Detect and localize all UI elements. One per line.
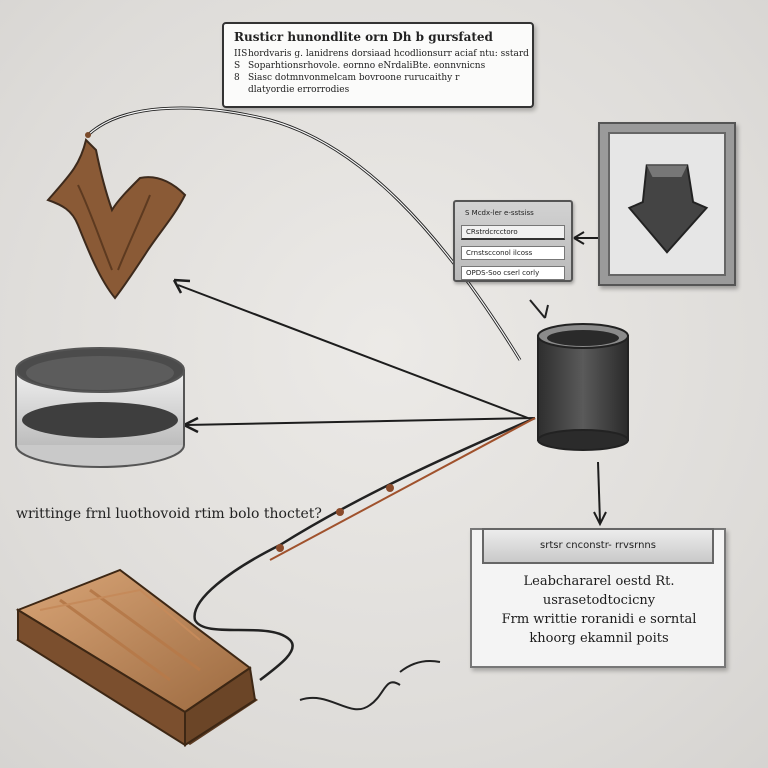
info-box-header: srtsr cnconstr- rrvsrnns [482,528,714,564]
info-box-line: Frm writtie roranidi e sorntal [501,612,697,627]
info-box-line: usrasetodtocicny [542,593,656,608]
note-card-line-text: hordvaris g. lanidrens dorsiaad hcodlion… [248,49,529,59]
wood-tuft-illustration [46,138,187,300]
panel-row-label: S Mcdx-ler e-sstsiss [465,209,534,217]
note-card-line-number: S [234,61,241,71]
note-card-line: dlatyordie errorrodies [234,84,522,96]
info-box-line: Leabchararel oestd Rt. [523,574,675,589]
wood-block-illustration [15,568,258,747]
shield-arrow-icon [627,164,709,254]
down-arrow [593,461,607,527]
note-card-line-text: Soparhtionsrhovole. eornno eNrdaliBte. e… [248,61,486,71]
info-box-line: khoorg ekamnil poits [529,631,669,646]
note-card-line-number: 8 [234,73,240,83]
panel-field[interactable]: Crnstscconol ilcoss [461,246,565,260]
info-box-body: Leabchararel oestd Rt. usrasetodtocicny … [486,572,712,648]
connector-arrows [172,278,536,434]
diagram-caption: writtinge frnl luothovoid rtim bolo thoc… [16,506,322,522]
frame-to-panel-arrow [573,231,598,245]
note-card-line: IIShordvaris g. lanidrens dorsiaad hcodl… [234,48,529,60]
panel-field[interactable]: CRstrdcrcctoro [461,225,565,240]
note-card-line-text: Siasc dotmnvonmelcam bovroone rurucaithy… [248,73,460,83]
note-card-title: Rusticr hunondlite orn Dh b gursfated [234,30,493,44]
rope-connector [193,416,536,711]
note-card-line: 8 Siasc dotmnvonmelcam bovroone rurucaith… [234,72,522,84]
panel-field[interactable]: OPDS-Soo cserl corly [461,266,565,280]
cylinder-container-illustration [529,299,629,451]
note-card-line: S Soparhtionsrhovole. eornno eNrdaliBte. … [234,60,522,72]
picture-inner [608,132,726,276]
glass-dish-illustration [15,347,185,468]
note-card-line-number: IIS [234,49,248,59]
settings-panel: S Mcdx-ler e-sstsiss CRstrdcrcctoro Crns… [453,200,573,282]
picture-frame [598,122,736,286]
note-card-line-text: dlatyordie errorrodies [248,85,350,95]
note-card: Rusticr hunondlite orn Dh b gursfated II… [222,22,534,108]
info-box: srtsr cnconstr- rrvsrnns Leabchararel oe… [470,528,726,668]
